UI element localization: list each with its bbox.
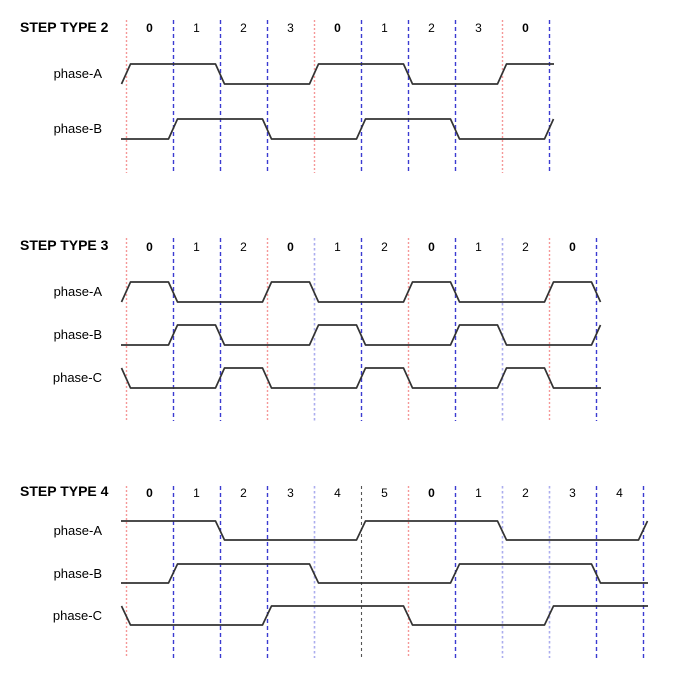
step-number: 3: [287, 486, 294, 500]
step-number: 1: [193, 21, 200, 35]
step-number: 2: [522, 486, 529, 500]
step-number: 0: [287, 240, 294, 254]
phase-label: phase-A: [53, 284, 102, 299]
step-number: 2: [240, 486, 247, 500]
phase-label: phase-A: [53, 522, 102, 538]
step-number: 3: [475, 21, 482, 35]
waveform-phase-C: [120, 605, 648, 626]
step-number: 2: [428, 21, 435, 35]
step-number: 2: [240, 240, 247, 254]
step-number: 3: [287, 21, 294, 35]
step-number: 5: [381, 486, 388, 500]
step-number: 0: [146, 240, 153, 254]
step-number: 0: [146, 21, 153, 35]
step-number: 0: [569, 240, 576, 254]
waveform-phase-B: [121, 324, 602, 346]
step-number: 1: [475, 240, 482, 254]
step-number: 2: [240, 21, 247, 35]
step-number: 1: [381, 21, 388, 35]
waveform-phase-A: [120, 63, 554, 85]
step-number: 0: [334, 21, 341, 35]
phase-label: phase-B: [53, 327, 102, 342]
phase-label: phase-B: [53, 565, 102, 581]
phase-label: phase-A: [53, 66, 102, 81]
step-number: 3: [569, 486, 576, 500]
step-number: 0: [522, 21, 529, 35]
phase-label: phase-B: [53, 121, 102, 136]
diagram-title: STEP TYPE 2: [20, 19, 109, 35]
step-number: 0: [146, 486, 153, 500]
step-number: 1: [193, 486, 200, 500]
step-number: 1: [475, 486, 482, 500]
step-number: 2: [522, 240, 529, 254]
step-number: 2: [381, 240, 388, 254]
step-number: 1: [193, 240, 200, 254]
step-number: 0: [428, 240, 435, 254]
phase-label: phase-C: [52, 370, 102, 385]
step-number: 0: [428, 486, 435, 500]
waveform-phase-A: [121, 520, 649, 541]
diagram-title: STEP TYPE 4: [20, 483, 109, 499]
step-number: 1: [334, 240, 341, 254]
phase-label: phase-C: [52, 607, 102, 623]
waveform-phase-B: [121, 118, 555, 140]
step-number: 4: [616, 486, 623, 500]
step-number: 4: [334, 486, 341, 500]
waveform-phase-B: [121, 563, 648, 584]
waveform-phase-C: [120, 367, 601, 389]
diagram-title: STEP TYPE 3: [20, 237, 109, 253]
waveform-phase-A: [120, 281, 602, 303]
